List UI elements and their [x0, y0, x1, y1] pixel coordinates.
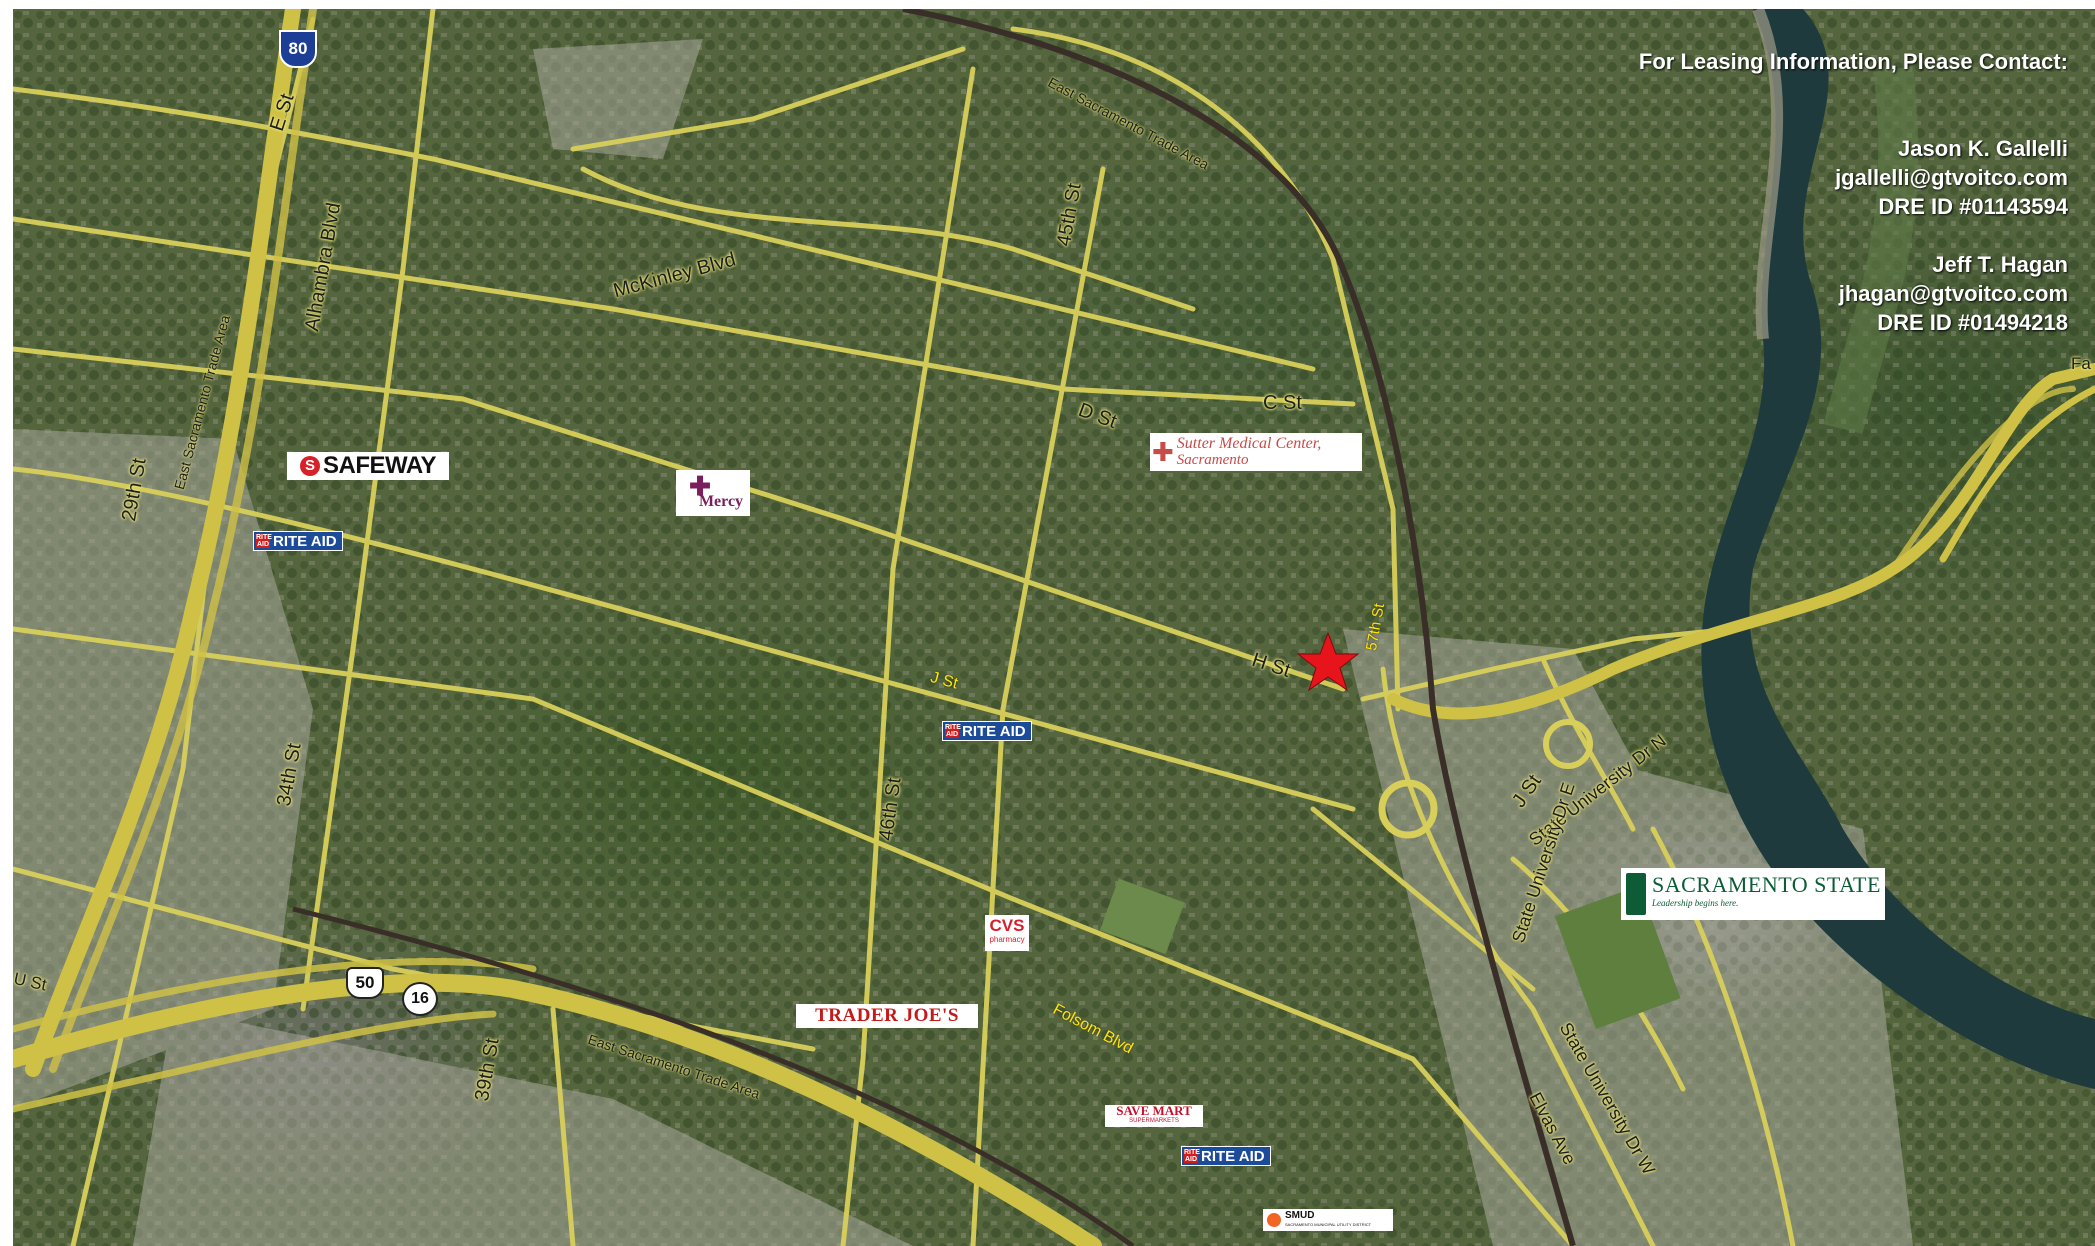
rite-aid-logo-icon: RITE AID — [1184, 1149, 1200, 1163]
smud-label: SMUD — [1285, 1210, 1315, 1221]
sac-state-text: SACRAMENTO STATE Leadership begins here. — [1652, 872, 1881, 912]
aerial-map[interactable]: 80 50 16 E St Alhambra Blvd McKinley Blv… — [13, 9, 2095, 1246]
state-route-shield-icon: 16 — [402, 982, 438, 1016]
freeways — [13, 9, 2095, 1246]
rite-aid-logo-icon: RITE AID — [945, 724, 961, 738]
contact-1-dre: DRE ID #01143594 — [1878, 194, 2068, 219]
cvs-pharmacy-label: pharmacy — [989, 935, 1025, 944]
rite-aid-logo-icon: RITE AID — [256, 534, 272, 548]
rite-aid-marker-1[interactable]: RITE AID RITE AID — [253, 531, 343, 551]
leasing-contact-panel: For Leasing Information, Please Contact:… — [1639, 47, 2068, 337]
smud-marker[interactable]: SMUD SACRAMENTO MUNICIPAL UTILITY DISTRI… — [1263, 1209, 1393, 1231]
american-river — [1701, 9, 2095, 1089]
street-fa: Fa — [2071, 354, 2091, 373]
rite-aid-marker-3[interactable]: RITE AID RITE AID — [1181, 1146, 1271, 1166]
smud-logo-icon — [1267, 1213, 1281, 1227]
site-star-icon — [1296, 631, 1360, 692]
sutter-label-line2: Sacramento — [1176, 452, 1249, 468]
contact-1-name: Jason K. Gallelli — [1898, 136, 2068, 161]
street-c-st: C St — [1263, 392, 1302, 414]
save-mart-sub-label: SUPERMARKETS — [1129, 1118, 1179, 1124]
mercy-label: Mercy — [698, 493, 744, 510]
sutter-logo-icon: ✚ — [1152, 436, 1174, 467]
sutter-label-line1: Sutter Medical Center, — [1176, 435, 1322, 452]
save-mart-marker[interactable]: SAVE MART SUPERMARKETS — [1105, 1103, 1203, 1127]
sutter-medical-center-marker[interactable]: ✚ Sutter Medical Center, Sacramento — [1150, 433, 1362, 471]
sac-state-label: SACRAMENTO STATE — [1652, 872, 1881, 897]
railroad — [902, 9, 1576, 1246]
sports-field — [1099, 878, 1185, 955]
trader-joes-marker[interactable]: TRADER JOE'S — [796, 1004, 978, 1028]
safeway-logo-icon: S — [300, 456, 320, 476]
rite-aid-label: RITE AID — [1201, 1147, 1265, 1165]
interstate-80-label: 80 — [288, 39, 308, 58]
safeway-label: SAFEWAY — [323, 452, 436, 479]
contact-heading: For Leasing Information, Please Contact: — [1638, 49, 2068, 74]
rite-aid-label: RITE AID — [962, 722, 1026, 740]
contact-2-dre: DRE ID #01494218 — [1877, 310, 2068, 335]
sacramento-state-marker[interactable]: SACRAMENTO STATE Leadership begins here. — [1621, 868, 1885, 920]
smud-sub-label: SACRAMENTO MUNICIPAL UTILITY DISTRICT — [1285, 1222, 1372, 1227]
save-mart-label: SAVE MART — [1116, 1103, 1192, 1118]
sac-state-tagline: Leadership begins here. — [1652, 898, 1739, 908]
mercy-cross-icon: ✚ — [689, 471, 711, 501]
safeway-marker[interactable]: S SAFEWAY — [287, 452, 449, 480]
smud-text: SMUD SACRAMENTO MUNICIPAL UTILITY DISTRI… — [1285, 1211, 1371, 1229]
rite-aid-marker-2[interactable]: RITE AID RITE AID — [942, 721, 1032, 741]
trader-joes-label: TRADER JOE'S — [815, 1005, 959, 1026]
cvs-marker[interactable]: CVS pharmacy — [985, 915, 1029, 951]
interstate-shield-icon: 80 — [279, 30, 317, 68]
contact-2-email[interactable]: jhagan@gtvoitco.com — [1838, 281, 2068, 306]
road-network — [13, 9, 1796, 1246]
us-50-label: 50 — [355, 973, 375, 992]
mercy-marker[interactable]: ✚ Mercy — [676, 470, 750, 516]
contact-1-email[interactable]: jgallelli@gtvoitco.com — [1835, 165, 2068, 190]
us-route-shield-icon: 50 — [346, 967, 384, 999]
rite-aid-label: RITE AID — [273, 532, 337, 550]
contact-2-name: Jeff T. Hagan — [1932, 252, 2068, 277]
contact-spacer — [1639, 221, 2068, 250]
j-st-interchange — [1378, 779, 1438, 839]
sac-state-logo-icon — [1626, 873, 1646, 915]
sr-16-label: 16 — [411, 990, 429, 1007]
cvs-label: CVS — [989, 916, 1025, 935]
sutter-text: Sutter Medical Center, Sacramento — [1176, 435, 1322, 469]
